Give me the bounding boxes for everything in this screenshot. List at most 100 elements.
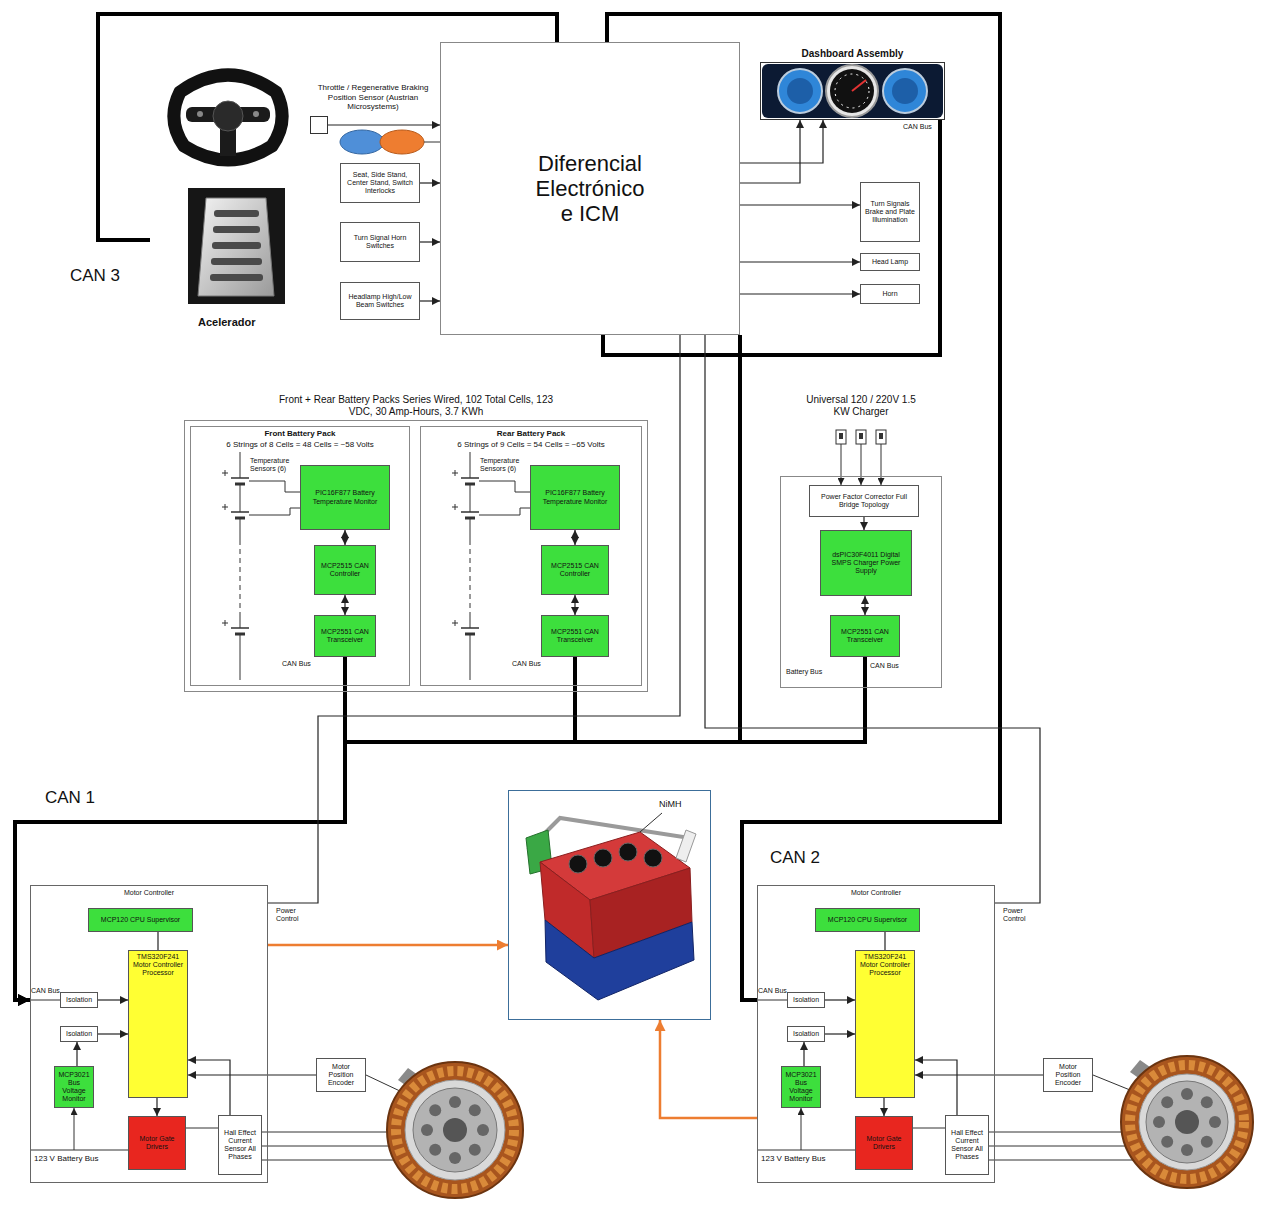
node-text: TMS320F241 Motor Controller Processor bbox=[131, 953, 185, 977]
can-bus-line bbox=[15, 335, 740, 1000]
cell-plate bbox=[465, 484, 475, 634]
pedal-slot bbox=[211, 258, 262, 265]
motor-hole bbox=[1201, 1136, 1213, 1148]
pedal-slot bbox=[212, 242, 261, 249]
bus-label: CAN 2 bbox=[770, 848, 820, 868]
signal-line bbox=[740, 120, 823, 163]
motor-ring bbox=[405, 1080, 505, 1180]
signal-wire bbox=[30, 1000, 402, 1160]
node-text: Motor Gate Drivers bbox=[131, 1135, 183, 1151]
energy-arrow bbox=[268, 944, 508, 947]
pedal-background bbox=[188, 188, 285, 304]
node-text: NiMH bbox=[659, 799, 682, 809]
signal-line bbox=[98, 1033, 128, 1034]
gauge bbox=[883, 69, 927, 113]
node-text: PIC16F877 Battery Temperature Monitor bbox=[533, 489, 617, 505]
signal-label: CAN Bus bbox=[282, 660, 311, 668]
node-text: Front + Rear Battery Packs Series Wired,… bbox=[271, 394, 561, 417]
node-text: Isolation bbox=[66, 996, 92, 1004]
charger-box: Universal 120 / 220V 1.5 KW ChargerPower… bbox=[780, 476, 942, 688]
isolation-box: Isolation bbox=[787, 992, 825, 1008]
motor-controller: Motor ControllerMCP120 CPU SupervisorTMS… bbox=[757, 885, 995, 1183]
plug-contact bbox=[859, 433, 863, 439]
signal-line bbox=[740, 120, 800, 183]
battery-picture-frame: NiMH bbox=[508, 790, 711, 1020]
gauge bbox=[778, 69, 822, 113]
motor-rotor bbox=[1146, 1081, 1228, 1163]
node-text: Motor Position Encoder bbox=[319, 1063, 363, 1087]
signal-wire bbox=[801, 1108, 802, 1150]
cell-wire bbox=[470, 452, 471, 680]
plug-pin bbox=[876, 430, 886, 444]
steering-wheel bbox=[174, 75, 282, 160]
switch-box: Headlamp High/Low Beam Switches bbox=[340, 282, 420, 320]
battery-base bbox=[545, 920, 694, 1000]
node-text: Diferencial Electrónico e ICM bbox=[536, 151, 645, 227]
signal-line bbox=[863, 517, 864, 530]
motor-hole bbox=[1161, 1136, 1173, 1148]
node-text: Horn bbox=[882, 290, 897, 298]
isolation-box: Isolation bbox=[60, 1026, 98, 1042]
plug-contact bbox=[879, 433, 883, 439]
plug-pin bbox=[856, 430, 866, 444]
signal-line bbox=[915, 1074, 1043, 1075]
wheel-rim bbox=[174, 75, 282, 160]
driver-box: Motor Gate Drivers bbox=[855, 1116, 913, 1170]
node-text: Power Factor Corrector Full Bridge Topol… bbox=[812, 493, 916, 509]
signal-line bbox=[915, 1060, 957, 1115]
can-bus-line bbox=[15, 657, 865, 1000]
dashboard-body bbox=[762, 64, 943, 118]
node-text: MCP2515 CAN Controller bbox=[317, 562, 373, 578]
motor-coils bbox=[396, 1071, 514, 1189]
motor-hole bbox=[477, 1124, 489, 1136]
motor-hub bbox=[443, 1118, 467, 1142]
chip-box: MCP3021 Bus Voltage Monitor bbox=[781, 1066, 821, 1108]
node-text: Head Lamp bbox=[872, 258, 908, 266]
chip-box: PIC16F877 Battery Temperature Monitor bbox=[300, 465, 390, 530]
switch-box: Turn Signal Horn Switches bbox=[340, 222, 420, 262]
chip-box: MCP2551 CAN Transceiver bbox=[541, 615, 609, 657]
wheel-button bbox=[197, 111, 203, 117]
node-text: Headlamp High/Low Beam Switches bbox=[343, 293, 417, 309]
node-text: MCP120 CPU Supervisor bbox=[101, 916, 180, 924]
dashboard-picture bbox=[762, 64, 943, 118]
switch-box: Seat, Side Stand, Center Stand, Switch I… bbox=[340, 163, 420, 203]
plus-mark bbox=[452, 470, 458, 626]
wheel-hub bbox=[213, 101, 243, 131]
power-wire bbox=[881, 444, 882, 485]
signal-line bbox=[188, 1074, 316, 1075]
pedal-slot bbox=[214, 210, 259, 217]
signal-line bbox=[420, 241, 440, 242]
signal-label: Power Control bbox=[276, 907, 310, 923]
node-text: Dashboard Assembly bbox=[741, 48, 964, 60]
hub-motor bbox=[387, 1062, 523, 1198]
node-text: Front Battery Pack bbox=[191, 429, 409, 438]
signal-label: Temperature Sensors (6) bbox=[250, 457, 298, 473]
motor-hole bbox=[1201, 1096, 1213, 1108]
power-wire bbox=[861, 444, 862, 485]
signal-line bbox=[864, 596, 865, 615]
node-text: Isolation bbox=[66, 1030, 92, 1038]
node-text: MCP120 CPU Supervisor bbox=[828, 916, 907, 924]
node-text: Turn Signal Horn Switches bbox=[343, 234, 417, 250]
processor-box: TMS320F241 Motor Controller Processor bbox=[128, 950, 188, 1098]
signal-label: CAN Bus bbox=[903, 123, 932, 131]
can-bus-line bbox=[15, 657, 345, 1000]
motor-stator bbox=[1121, 1056, 1253, 1188]
accelerator-pedal bbox=[188, 188, 285, 304]
bus-label: CAN 3 bbox=[70, 266, 120, 286]
signal-line bbox=[157, 932, 158, 950]
signal-line bbox=[740, 204, 860, 205]
node-text: Motor Position Encoder bbox=[1046, 1063, 1090, 1087]
node-text: Hall Effect Current Sensor All Phases bbox=[221, 1129, 259, 1161]
signal-label: CAN Bus bbox=[870, 662, 899, 670]
pedal-plate bbox=[198, 198, 274, 296]
signal-line bbox=[884, 932, 885, 950]
power-wire bbox=[841, 444, 842, 485]
cell-plate bbox=[235, 484, 245, 634]
signal-line bbox=[883, 1098, 884, 1116]
sensor-box: Throttle / Regenerative Braking Position… bbox=[310, 116, 328, 134]
motor-hole bbox=[421, 1124, 433, 1136]
part-label: Acelerador bbox=[198, 316, 255, 329]
driver-box: Motor Gate Drivers bbox=[128, 1116, 186, 1170]
